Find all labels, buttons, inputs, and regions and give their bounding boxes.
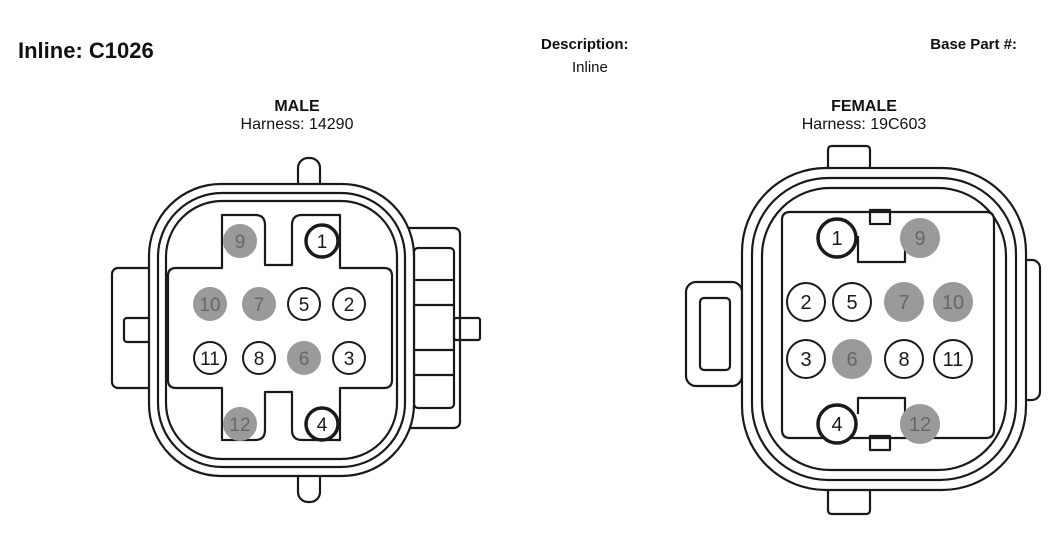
page-title: Inline: C1026 <box>18 38 154 63</box>
pin-5-circle <box>832 282 872 322</box>
pin-12-label: 12 <box>909 414 931 436</box>
pin-11-label: 11 <box>943 349 964 371</box>
pin-9-circle <box>900 218 940 258</box>
pin-4-label: 4 <box>831 414 842 436</box>
pin-4-circle <box>816 403 858 445</box>
male-harness-label: Harness: 14290 <box>240 116 354 133</box>
pin-10-label: 10 <box>942 292 964 314</box>
pin-2-circle <box>786 282 826 322</box>
pin-1-circle <box>304 223 340 259</box>
pin-4-circle <box>304 406 340 442</box>
pin-9-circle <box>223 224 257 258</box>
male-gender-label: MALE <box>274 98 320 115</box>
male-pin-group: 9 1 10 7 5 2 11 8 6 3 12 4 <box>193 223 366 442</box>
female-pin-group: 1 9 2 5 7 10 3 6 8 11 4 12 <box>786 217 973 445</box>
pin-6-label: 6 <box>846 349 857 371</box>
pin-4-label: 4 <box>317 415 328 436</box>
pin-12-circle <box>900 404 940 444</box>
pin-9-label: 9 <box>914 228 925 250</box>
female-connector-body <box>684 144 1042 516</box>
pin-12-label: 12 <box>229 415 250 436</box>
pin-1-label: 1 <box>317 232 328 253</box>
pin-10-circle <box>193 287 227 321</box>
pin-5-label: 5 <box>846 292 857 314</box>
description-value: Inline <box>572 59 608 76</box>
pin-5-circle <box>287 287 321 321</box>
description-label: Description: <box>541 36 629 53</box>
pin-9-label: 9 <box>235 232 246 253</box>
female-gender-label: FEMALE <box>831 98 897 115</box>
pin-3-label: 3 <box>800 349 811 371</box>
pin-3-circle <box>332 341 366 375</box>
female-connector-heading: FEMALE Harness: 19C603 <box>764 98 964 134</box>
pin-11-circle <box>193 341 227 375</box>
base-part-label: Base Part #: <box>930 36 1017 53</box>
pin-2-label: 2 <box>344 295 355 316</box>
female-harness-label: Harness: 19C603 <box>801 116 927 133</box>
pin-3-circle <box>786 339 826 379</box>
pin-6-label: 6 <box>299 349 310 370</box>
pin-8-label: 8 <box>254 349 265 370</box>
pin-8-label: 8 <box>898 349 909 371</box>
pin-7-circle <box>242 287 276 321</box>
pin-7-label: 7 <box>254 295 265 316</box>
pin-2-label: 2 <box>800 292 811 314</box>
pin-7-label: 7 <box>898 292 909 314</box>
pin-12-circle <box>223 407 257 441</box>
pin-11-label: 11 <box>200 349 220 370</box>
male-connector-body <box>110 156 482 504</box>
pin-2-circle <box>332 287 366 321</box>
male-connector-heading: MALE Harness: 14290 <box>197 98 397 134</box>
pin-6-circle <box>832 339 872 379</box>
pin-1-label: 1 <box>831 228 842 250</box>
pin-11-circle <box>933 339 973 379</box>
pin-3-label: 3 <box>344 349 355 370</box>
pin-10-circle <box>933 282 973 322</box>
pin-1-circle <box>816 217 858 259</box>
pin-8-circle <box>884 339 924 379</box>
pin-6-circle <box>287 341 321 375</box>
pin-8-circle <box>242 341 276 375</box>
pin-10-label: 10 <box>199 295 220 316</box>
pin-5-label: 5 <box>299 295 310 316</box>
pin-7-circle <box>884 282 924 322</box>
